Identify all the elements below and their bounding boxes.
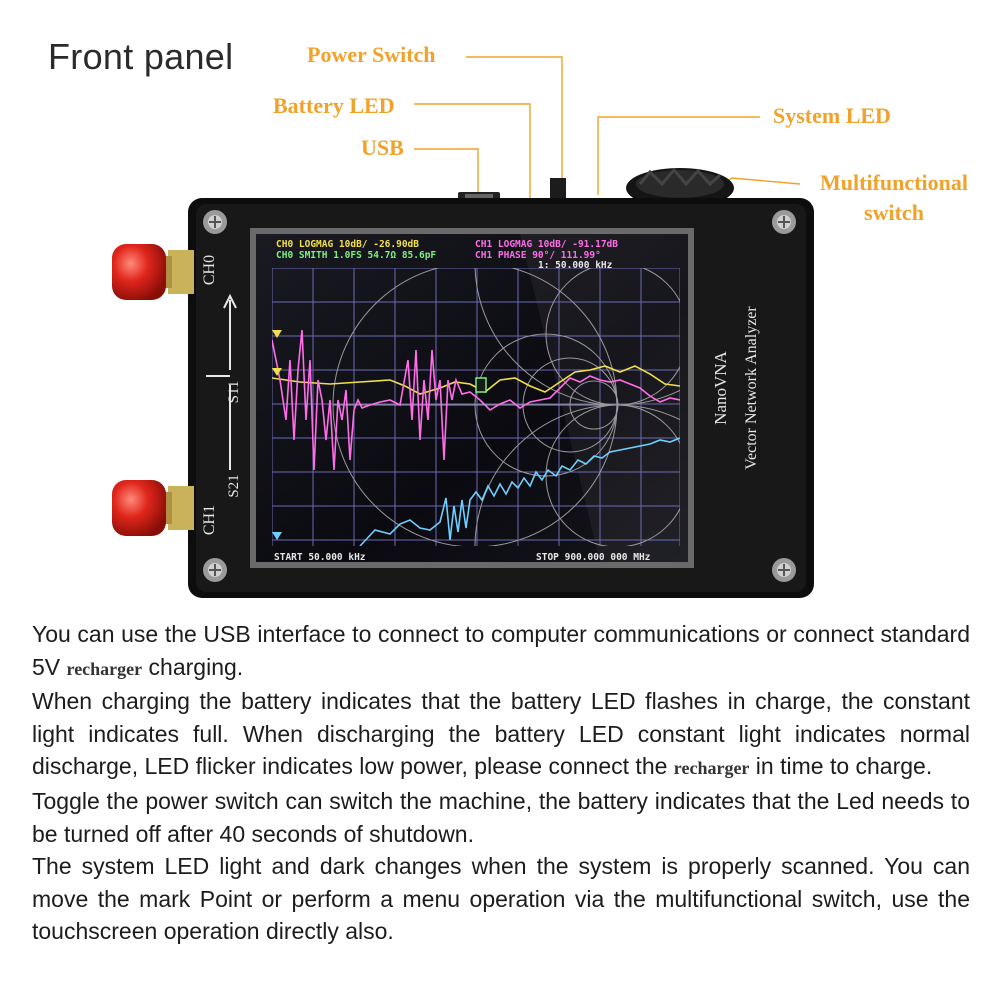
trace-cyan — [359, 437, 680, 546]
marker-1 — [272, 330, 487, 540]
smith-chart — [332, 268, 680, 546]
trace0-header: CH0 LOGMAG 10dB/ -26.90dB — [276, 239, 419, 250]
callout-system-led: System LED — [773, 103, 891, 128]
ch1-label: CH1 — [201, 505, 218, 535]
screen-traces — [272, 329, 680, 546]
callout-multifunctional-line2: switch — [864, 200, 924, 225]
brand-name: NanoVNA — [711, 350, 730, 424]
callout-power-switch: Power Switch — [307, 42, 436, 67]
description-text: You can use the USB interface to connect… — [32, 618, 970, 948]
paragraph-usb-text: You can use the USB interface to connect… — [32, 621, 970, 680]
paragraph-power: Toggle the power switch can switch the m… — [32, 787, 970, 847]
screen — [256, 234, 688, 562]
start-frequency: START 50.000 kHz — [274, 552, 366, 563]
power-switch — [550, 178, 566, 200]
s11-label: S11 — [226, 381, 242, 404]
page-title: Front panel — [48, 36, 234, 77]
paragraph-battery-end: in time to charge. — [749, 753, 933, 780]
port-markings — [206, 293, 237, 470]
recharger-term: recharger — [673, 758, 750, 779]
callout-battery-led: Battery LED — [273, 93, 395, 118]
paragraph-usb: You can use the USB interface to connect… — [32, 618, 970, 685]
recharger-term: recharger — [66, 658, 143, 679]
ch1-connector — [112, 480, 194, 536]
paragraph-battery: When charging the battery indicates that… — [32, 685, 970, 785]
device-illustration: CH0 CH1 S11 S21 NanoVNA Vector Network A… — [112, 56, 814, 598]
ch0-label: CH0 — [201, 255, 218, 285]
trace-yellow — [272, 365, 680, 395]
paragraph-usb-end: charging. — [142, 653, 244, 680]
paragraph-battery-text: When charging the battery indicates that… — [32, 688, 970, 780]
callout-multifunctional-switch: Multifunctional switch — [800, 168, 988, 228]
s21-label: S21 — [226, 474, 242, 497]
stop-frequency: STOP 900.000 000 MHz — [536, 552, 651, 563]
trace1-header: CH1 LOGMAG 10dB/ -91.17dB — [475, 239, 618, 250]
paragraph-system-led: The system LED light and dark changes wh… — [32, 853, 970, 945]
corner-screws — [203, 210, 796, 582]
callout-usb: USB — [361, 135, 404, 160]
trace2-header: CH0 SMITH 1.0FS 54.7Ω 85.6pF — [276, 250, 436, 261]
callout-multifunctional-line1: Multifunctional — [820, 170, 968, 195]
trace3-header: CH1 PHASE 90°/ 111.99° — [475, 250, 601, 261]
callout-leader-lines — [414, 56, 801, 198]
trace-magenta — [272, 329, 680, 471]
brand-subtitle: Vector Network Analyzer — [743, 306, 760, 470]
screen-grid — [272, 268, 680, 546]
marker-readout: 1: 50.000 kHz — [538, 260, 613, 271]
ch0-connector — [112, 244, 194, 300]
